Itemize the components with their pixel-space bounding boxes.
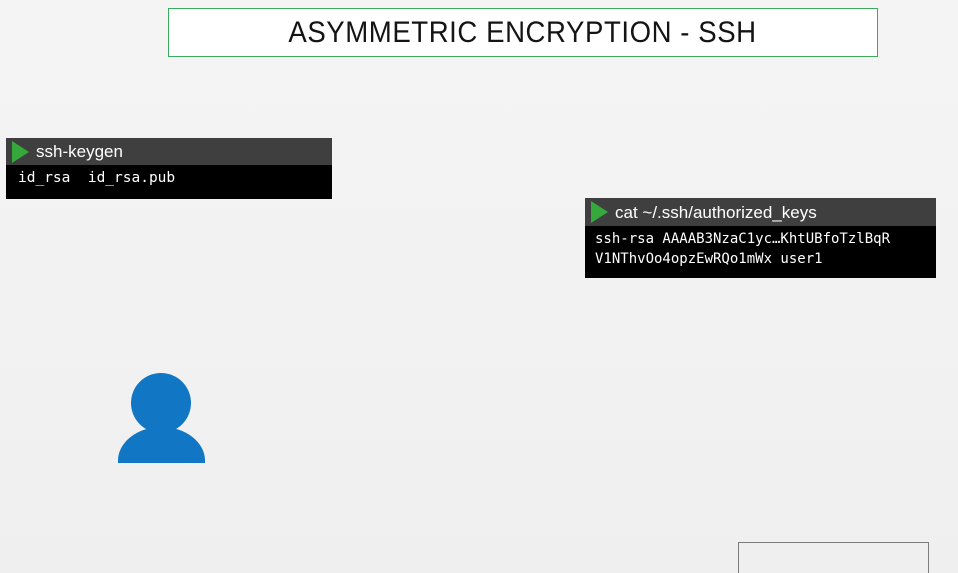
page-title: ASYMMETRIC ENCRYPTION - SSH — [288, 15, 758, 49]
terminal-ssh-keygen: ssh-keygen id_rsa id_rsa.pub — [6, 138, 332, 199]
user-icon-body — [118, 427, 205, 463]
server-box-1 — [738, 542, 929, 573]
terminal-keygen-output: id_rsa id_rsa.pub — [6, 165, 332, 199]
user-icon — [115, 373, 207, 465]
page-title-box: ASYMMETRIC ENCRYPTION - SSH — [168, 8, 878, 57]
terminal-authkeys-header: cat ~/.ssh/authorized_keys — [585, 198, 936, 226]
terminal-keygen-command: ssh-keygen — [36, 142, 123, 161]
user-icon-head — [131, 373, 191, 433]
play-triangle-icon — [591, 201, 608, 223]
authkeys-output-line-2: V1NThvOo4opzEwRQo1mWx user1 — [595, 251, 823, 267]
terminal-authkeys-command: cat ~/.ssh/authorized_keys — [615, 202, 817, 222]
authkeys-output-line-1: ssh-rsa AAAAB3NzaC1yc…KhtUBfoTzlBqR — [595, 231, 891, 247]
terminal-keygen-header: ssh-keygen — [6, 138, 332, 165]
play-triangle-icon — [12, 140, 29, 163]
terminal-authorized-keys: cat ~/.ssh/authorized_keys ssh-rsa AAAAB… — [585, 198, 936, 278]
terminal-authkeys-output: ssh-rsa AAAAB3NzaC1yc…KhtUBfoTzlBqR V1NT… — [585, 226, 936, 278]
